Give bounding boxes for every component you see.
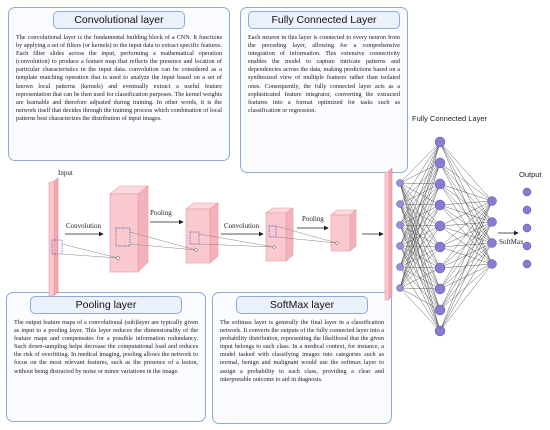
input-feature-map <box>48 177 63 297</box>
conv2-feature-maps <box>265 207 294 262</box>
neuron <box>487 196 497 206</box>
neuron <box>396 263 404 271</box>
convolution-label-2: Convolution <box>224 222 260 230</box>
neuron <box>487 259 497 269</box>
neuron-connection <box>399 162 441 289</box>
neuron-connection <box>399 183 441 289</box>
softmax-label: SoftMax <box>499 238 524 246</box>
neuron <box>434 157 446 169</box>
neuron-connection <box>439 200 493 206</box>
projection-point <box>194 248 198 252</box>
input-label: Input <box>58 169 73 177</box>
softmax-layer-title: SoftMax layer <box>236 296 368 314</box>
fully-connected-layer-box: Fully Connected Layer Each neuron in thi… <box>240 7 408 173</box>
output-neuron <box>522 241 532 251</box>
neuron-connection <box>439 221 493 332</box>
neuron <box>487 217 497 227</box>
neuron-connection <box>439 200 493 311</box>
neuron-connection <box>439 263 493 332</box>
neuron-connection <box>399 141 441 184</box>
neuron-connection <box>399 141 441 226</box>
neuron-connection <box>399 267 441 289</box>
network-neurons <box>396 136 532 337</box>
projection-point <box>335 241 339 245</box>
neuron <box>434 220 446 232</box>
projection-line <box>129 243 197 251</box>
pool1-feature-maps <box>185 202 219 264</box>
neuron-connection <box>439 183 493 202</box>
projection-line <box>275 236 338 244</box>
pooling-layer-box: Pooling layer The output feature maps of… <box>6 292 206 422</box>
neuron-connection <box>399 141 441 289</box>
neuron <box>434 136 446 148</box>
fully-connected-layer-text: Each neuron in this layer is connected t… <box>248 34 400 114</box>
neuron-connection <box>399 287 441 311</box>
neuron-connection <box>439 162 493 202</box>
neuron-connection <box>399 287 441 290</box>
projection-line <box>275 225 338 244</box>
neuron-connection <box>399 287 441 332</box>
network-connections <box>399 141 519 332</box>
neuron <box>434 325 446 337</box>
neuron <box>434 262 446 274</box>
fully-connected-layer-label: Fully Connected Layer <box>412 114 488 123</box>
neuron-connection <box>439 200 493 248</box>
conv1-feature-maps <box>109 185 149 273</box>
neuron-connection <box>439 141 493 202</box>
output-neuron <box>522 223 532 233</box>
projection-line <box>198 233 275 248</box>
neuron-connection <box>399 204 441 289</box>
projection-line <box>198 243 275 248</box>
output-neuron <box>522 205 532 215</box>
pooling-label-1: Pooling <box>150 209 172 217</box>
neuron <box>434 241 446 253</box>
projection-line <box>129 231 197 251</box>
neuron <box>396 179 404 187</box>
softmax-layer-box: SoftMax layer The softmax layer is gener… <box>212 292 392 424</box>
output-neuron <box>522 187 532 197</box>
neuron <box>396 221 404 229</box>
softmax-layer-text: The softmax layer is generally the final… <box>220 319 384 383</box>
pooling-layer-text: The output feature maps of a convolution… <box>14 319 198 375</box>
neuron-connection <box>399 141 441 205</box>
projection-line <box>61 243 119 259</box>
convolutional-layer-text: The convolutional layer is the fundament… <box>16 34 222 122</box>
projection-point <box>272 245 276 249</box>
neuron-connection <box>439 200 493 227</box>
convolution-label-1: Convolution <box>66 222 102 230</box>
neuron-connection <box>399 141 441 268</box>
neuron <box>396 284 404 292</box>
fully-connected-layer-title: Fully Connected Layer <box>248 11 400 29</box>
neuron <box>487 238 497 248</box>
neuron-connection <box>439 200 493 290</box>
neuron <box>434 283 446 295</box>
neuron <box>434 178 446 190</box>
convolutional-layer-title: Convolutional layer <box>53 11 185 29</box>
neuron <box>396 200 404 208</box>
pooling-label-2: Pooling <box>302 215 324 223</box>
neuron <box>434 199 446 211</box>
neuron <box>434 304 446 316</box>
pool2-feature-maps <box>330 209 357 252</box>
neuron-connection <box>439 200 493 332</box>
pooling-layer-title: Pooling layer <box>30 296 182 314</box>
convolutional-layer-box: Convolutional layer The convolutional la… <box>8 7 230 161</box>
flatten-layer <box>384 167 393 301</box>
projection-point <box>116 256 120 260</box>
neuron <box>396 242 404 250</box>
neuron-connection <box>399 246 441 289</box>
output-neuron <box>522 259 532 269</box>
neuron-connection <box>399 225 441 289</box>
output-label: Output <box>519 170 542 179</box>
neuron-connection <box>439 242 493 332</box>
neuron-connection <box>439 200 493 269</box>
neuron-connection <box>399 141 441 247</box>
projection-line <box>61 253 119 259</box>
